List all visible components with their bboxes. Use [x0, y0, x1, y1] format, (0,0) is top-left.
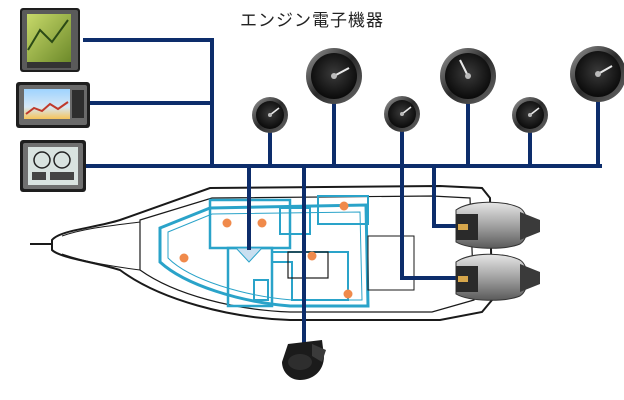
outboard-engine-top — [455, 201, 540, 249]
diagram-title: エンジン電子機器 — [240, 11, 384, 31]
bow-rail — [61, 221, 141, 237]
aft-box — [287, 251, 329, 279]
bow-rail-lower — [61, 253, 141, 271]
sensor-dot — [257, 218, 267, 228]
chartplotter-display — [20, 8, 80, 72]
outboard-engine-bottom — [455, 253, 540, 301]
boat-hull — [30, 184, 494, 321]
transducer — [282, 340, 326, 380]
sensor-dot — [339, 201, 349, 211]
transom-box — [367, 235, 415, 291]
gauge-small-2 — [384, 96, 420, 132]
helm-seat — [253, 279, 269, 301]
sensor-dot — [343, 289, 353, 299]
console-box — [279, 207, 311, 235]
gauge-small-1 — [252, 97, 288, 133]
deck-inner — [167, 211, 363, 301]
gauge-large-3 — [570, 46, 624, 102]
sensor-dot — [222, 218, 232, 228]
aft-seating — [271, 251, 349, 301]
seat-block-right — [317, 195, 369, 225]
gauge-large-2 — [440, 48, 496, 104]
network-lines — [83, 38, 602, 346]
sensor-dot — [179, 253, 189, 263]
fishfinder-display — [16, 82, 90, 128]
sensor-dot — [307, 251, 317, 261]
deck-outline — [158, 203, 370, 308]
gauge-small-3 — [512, 97, 548, 133]
instrument-display — [20, 140, 86, 192]
gauge-large-1 — [306, 48, 362, 104]
